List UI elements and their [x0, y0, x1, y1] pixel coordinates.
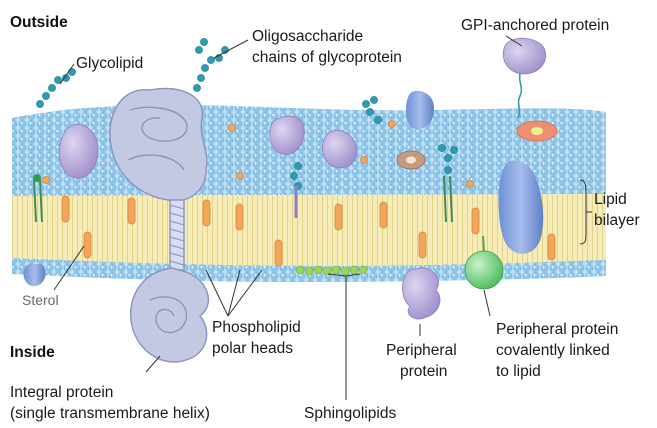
sterol	[419, 232, 426, 258]
oligosaccharide-label-line2: chains of glycoprotein	[252, 49, 402, 66]
sterol	[380, 202, 387, 228]
sterol	[472, 208, 479, 234]
glycolipid-sugar-chain	[36, 68, 75, 107]
peripheral-label-line1: Peripheral	[386, 342, 457, 359]
covalent-label-line3: to lipid	[496, 363, 541, 380]
glycoprotein-left	[59, 124, 98, 178]
lower-left-protein	[23, 264, 45, 286]
sphingolipids-label: Sphingolipids	[304, 405, 396, 422]
sterol	[275, 240, 282, 266]
integral-label-line1: Integral protein	[10, 384, 113, 401]
oligosaccharide-label-line1: Oligosaccharide	[252, 28, 363, 45]
inside-label: Inside	[10, 344, 55, 361]
gpi-anchored-protein-body	[503, 38, 546, 74]
transmembrane-helix	[170, 200, 184, 270]
sterol-label: Sterol	[22, 292, 59, 308]
sterol	[548, 234, 555, 260]
glycolipid-label: Glycolipid	[76, 55, 143, 72]
integral-label-line2: (single transmembrane helix)	[10, 405, 210, 422]
peripheral-label-line2: protein	[400, 363, 447, 380]
lipid-bilayer-label-line2: bilayer	[594, 212, 640, 229]
covalent-label-line1: Peripheral protein	[496, 321, 618, 338]
sterol	[335, 204, 342, 230]
outside-label: Outside	[10, 14, 68, 31]
integral-protein-cytoplasmic-domain	[131, 268, 209, 362]
sterol	[128, 198, 135, 224]
phospholipid-label-line1: Phospholipid	[212, 319, 301, 336]
lipid-bilayer-label-line1: Lipid	[594, 191, 627, 208]
sterol	[84, 232, 91, 258]
gpi-label: GPI-anchored protein	[461, 17, 609, 34]
sterol	[203, 200, 210, 226]
covalent-label-line2: covalently linked	[496, 342, 610, 359]
sterol	[62, 196, 69, 222]
peripheral-protein	[403, 268, 441, 319]
sterol	[236, 204, 243, 230]
phospholipid-label-line2: polar heads	[212, 340, 293, 357]
